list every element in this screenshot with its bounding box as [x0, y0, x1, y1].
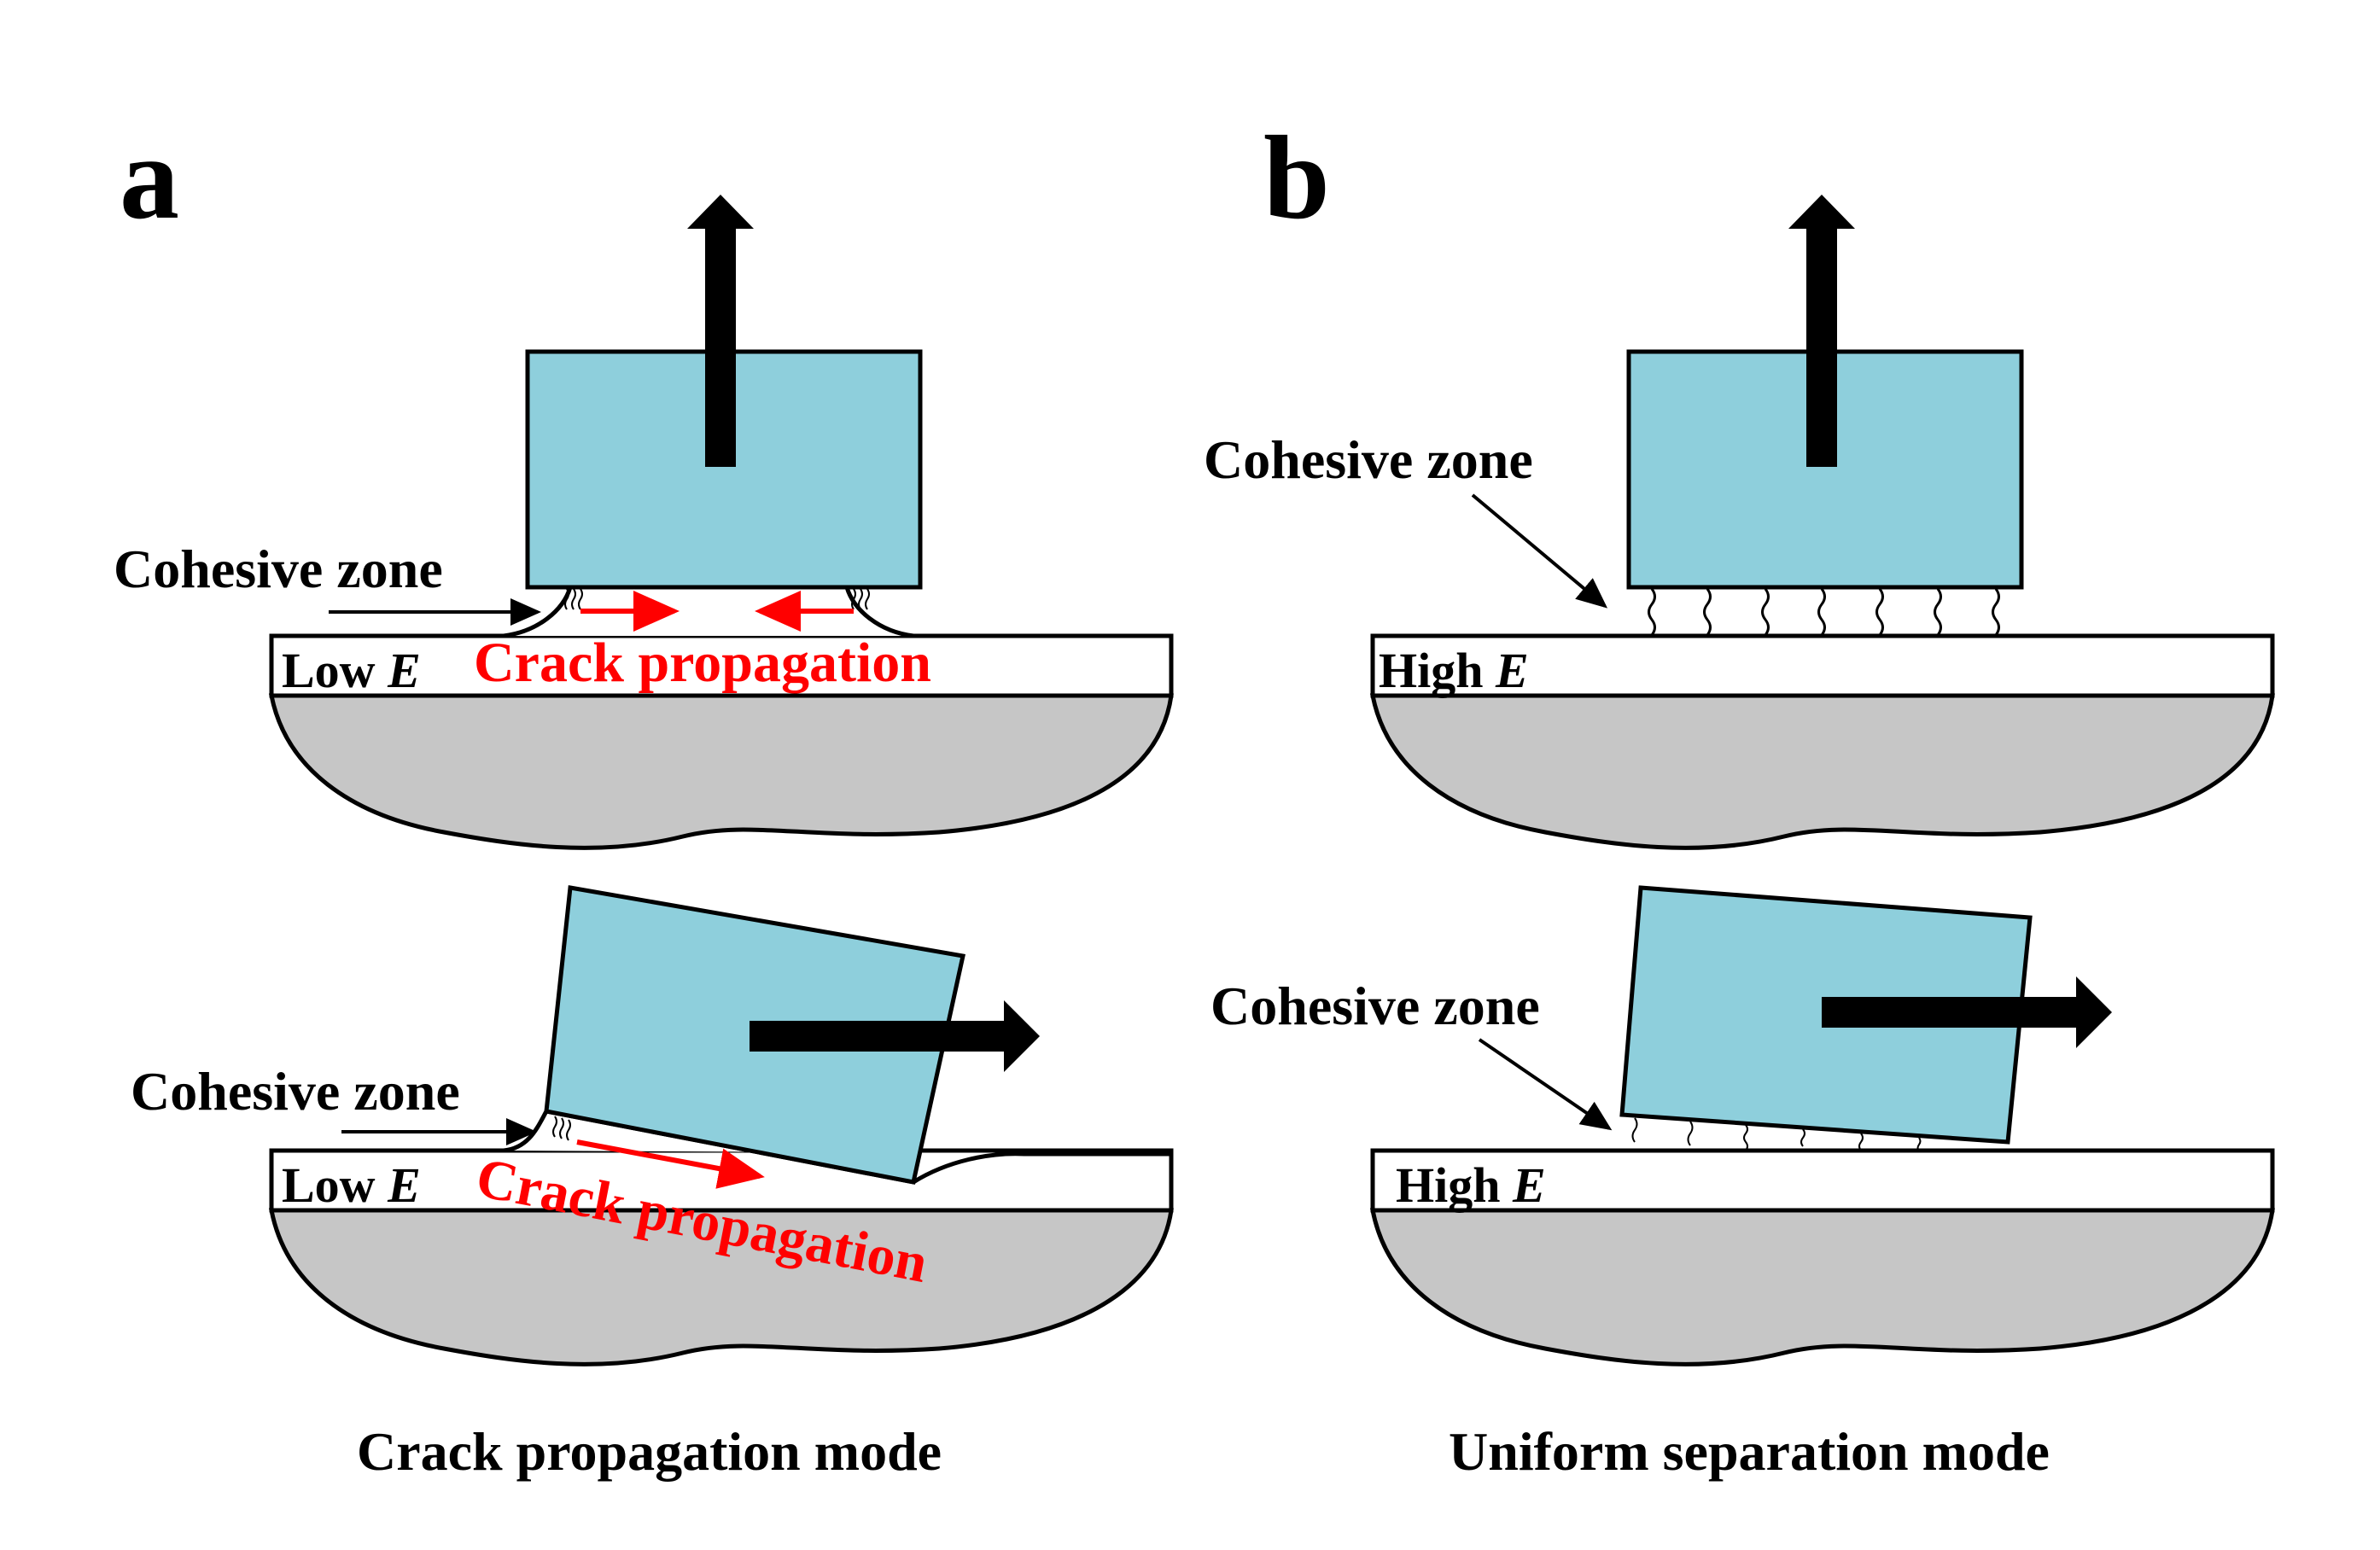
panel-a-letter: a [120, 112, 179, 244]
panel-a-caption: Crack propagation mode [357, 1421, 942, 1482]
panel-b-top-cohesive-label: Cohesive zone [1204, 429, 1533, 490]
panel-b-top-cohesive-springs [1648, 588, 2000, 636]
panel-b-bottom-pull-arrow [1822, 976, 2112, 1048]
panel-b-top-cohesive-arrow [1471, 493, 1608, 609]
panel-b-bottom-cohesive-springs [1631, 1117, 1922, 1152]
panel-b-bottom-substrate [1369, 1208, 2275, 1366]
panel-a-top-pull-arrow [687, 195, 754, 467]
panel-a-top-cohesive-zone-right [851, 588, 870, 610]
panel-a-bottom-crack-arrow [576, 1139, 765, 1189]
panel-a-top-cohesive-label: Cohesive zone [114, 539, 443, 599]
panel-b-top-substrate [1369, 693, 2275, 850]
panel-b-caption: Uniform separation mode [1449, 1421, 2050, 1482]
panel-a-bottom-cohesive-label: Cohesive zone [131, 1061, 460, 1122]
panel-a-bottom-cohesive-zone [552, 1116, 571, 1141]
panel-b-bottom-cohesive-arrow [1478, 1038, 1613, 1131]
panel-a-top-crack-label: Crack propagation [474, 632, 931, 694]
panel-a-bottom-layer-label: Low E [282, 1157, 421, 1213]
panel-a-top-substrate [268, 693, 1174, 850]
panel-a-bottom-substrate [268, 1208, 1174, 1366]
panel-a-top-film [269, 633, 1174, 698]
panel-b-top-pull-arrow [1788, 195, 1855, 467]
panel-b-bottom-cohesive-label: Cohesive zone [1210, 976, 1540, 1036]
panel-b-top-layer-label: High E [1379, 643, 1529, 698]
panel-b-letter: b [1263, 112, 1330, 244]
panel-a-bottom-pull-arrow [750, 1000, 1040, 1072]
panel-b-bottom-layer-label: High E [1396, 1157, 1546, 1213]
panel-a-top-cohesive-zone-left [564, 588, 583, 610]
panel-b-top-film [1370, 633, 2275, 698]
panel-b-top-block [1626, 349, 2024, 590]
panel-b-bottom-film [1370, 1148, 2275, 1213]
panel-a-top-layer-label: Low E [282, 643, 421, 698]
